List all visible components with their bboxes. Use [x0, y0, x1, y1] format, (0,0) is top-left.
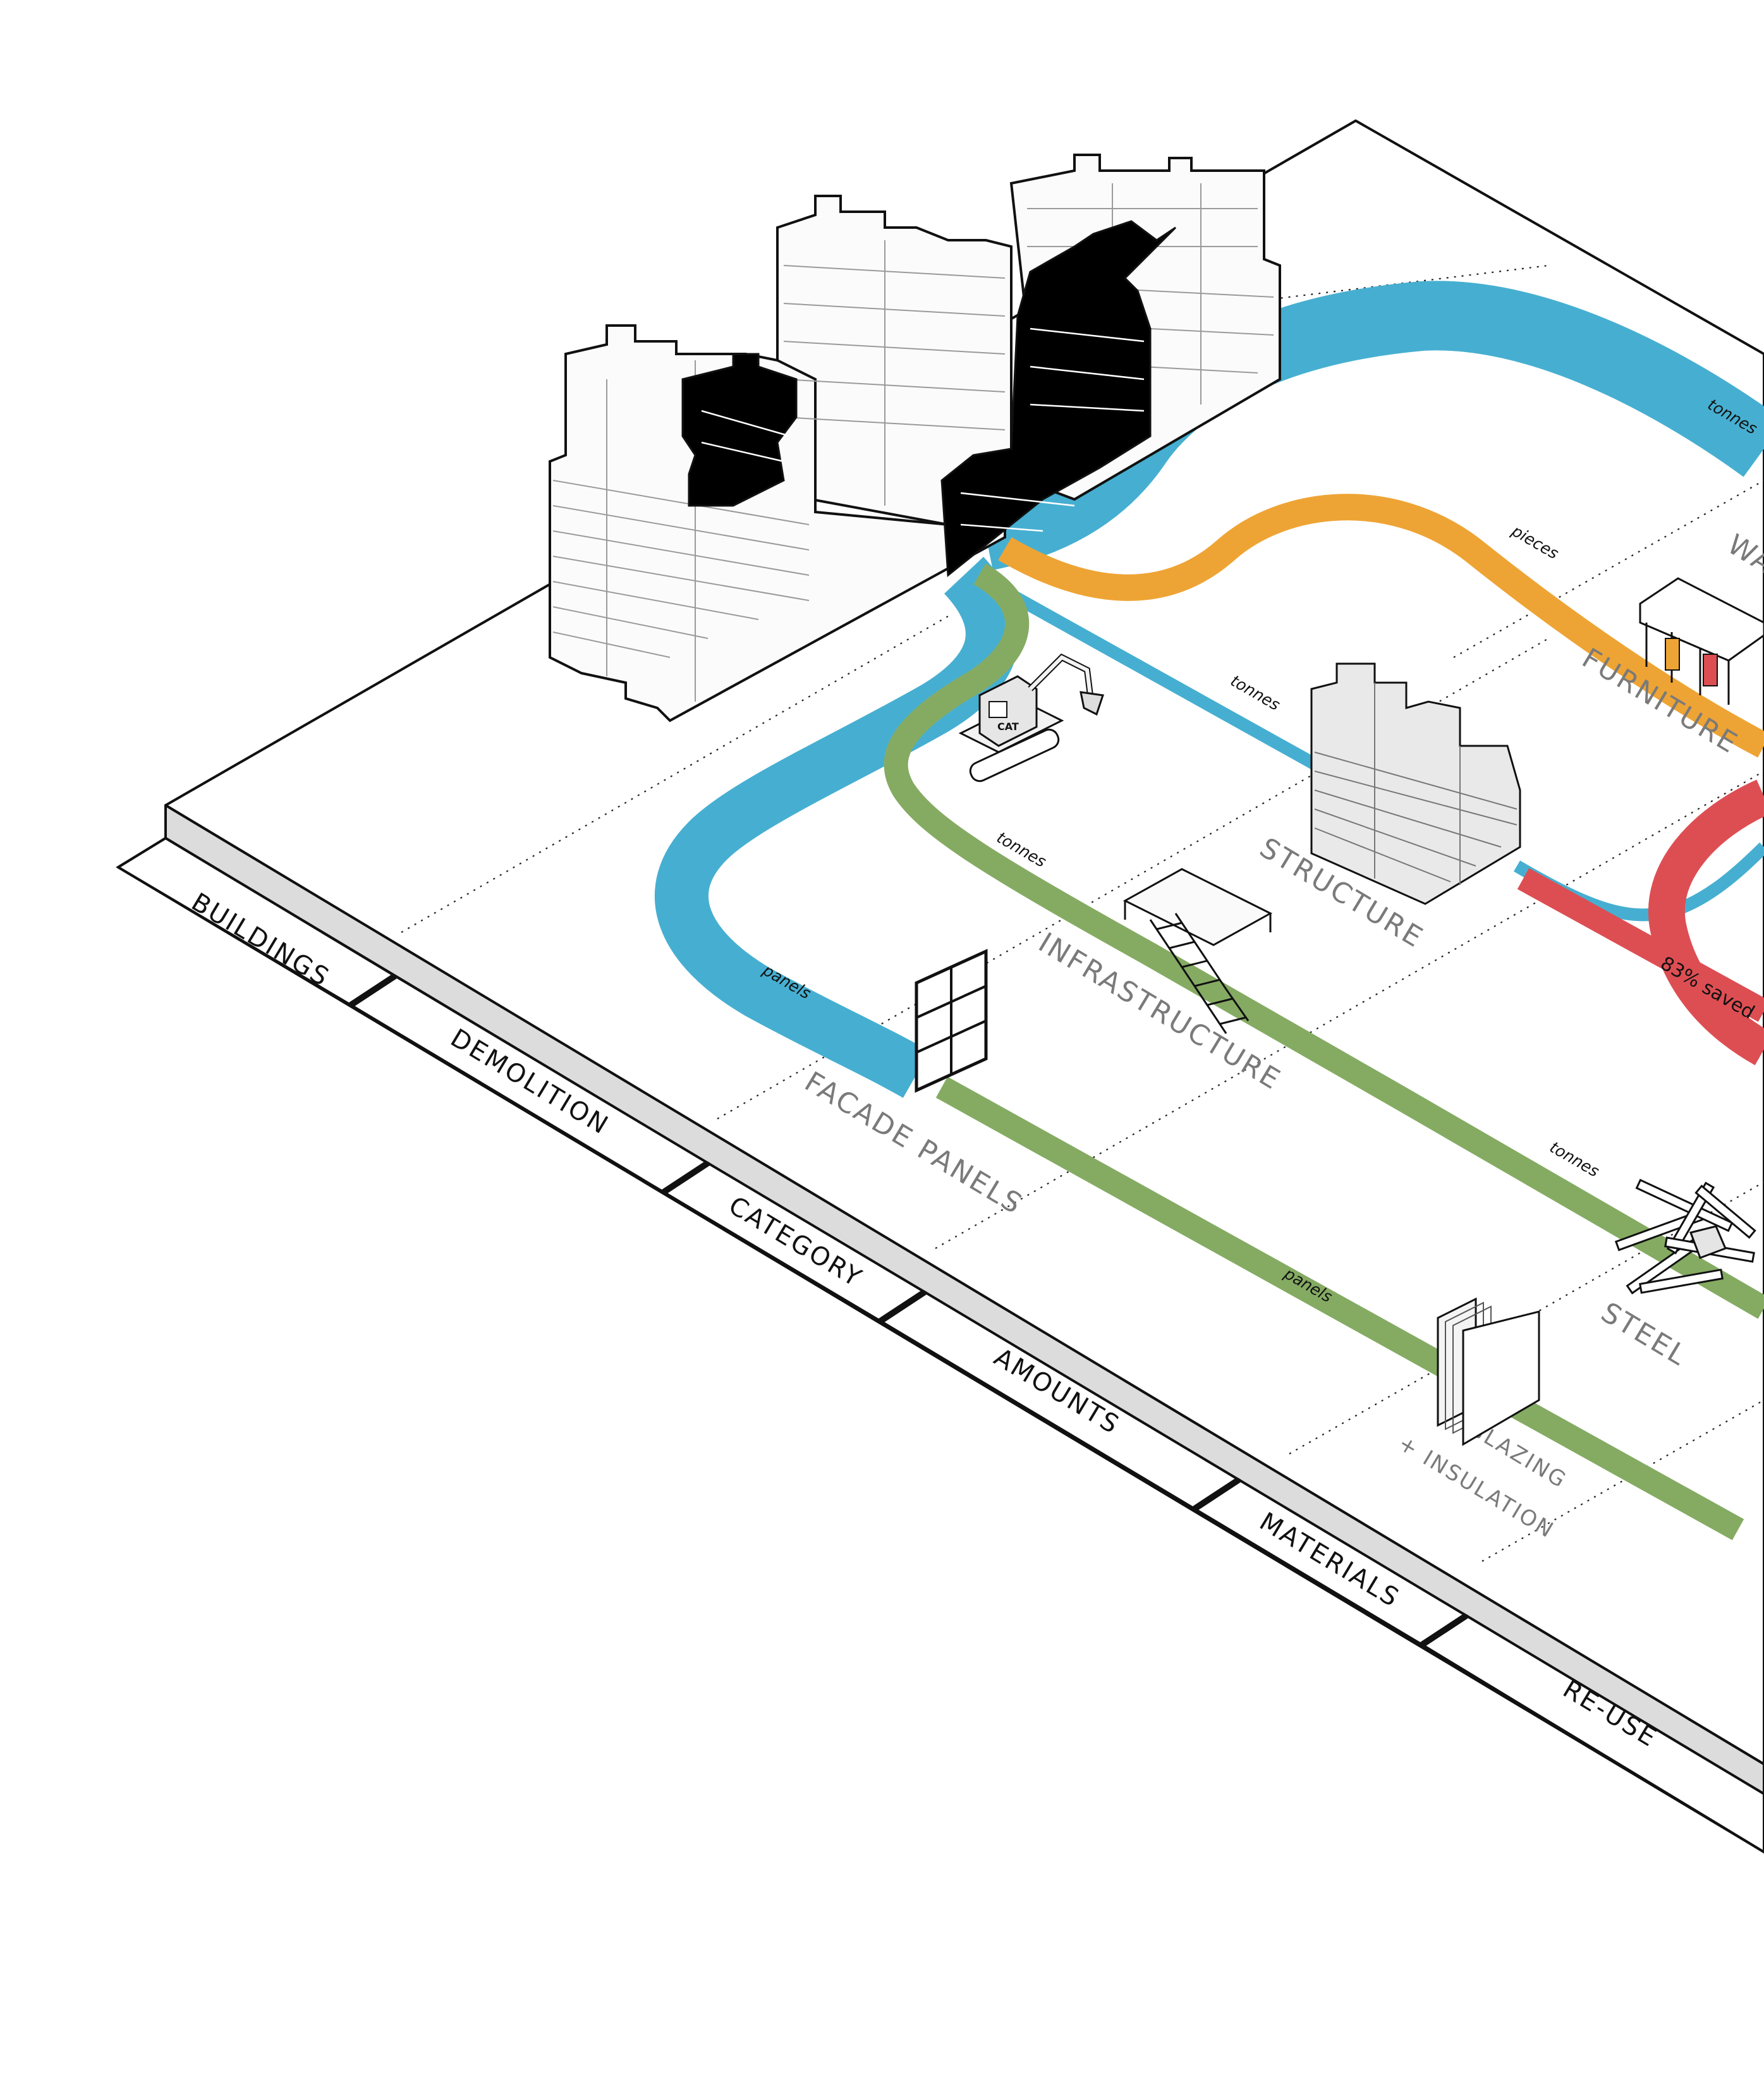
facade-panel-icon — [915, 949, 988, 1093]
steel-debris-icon — [1614, 1178, 1756, 1295]
demolished-volume-left — [681, 353, 798, 507]
flow-blue-tonnes-top — [978, 281, 1764, 570]
material-flows — [654, 281, 1764, 1540]
flow-green-tonnes — [884, 563, 1764, 1319]
stage-tabs — [116, 836, 1764, 1854]
stair-infrastructure-icon — [1122, 868, 1273, 1034]
flow-red-83-saved — [1517, 868, 1764, 1022]
demolished-edge-lines — [701, 327, 1145, 532]
furniture-table-icon — [1639, 577, 1764, 705]
building-cluster — [549, 154, 1281, 722]
structure-building-icon — [1310, 662, 1521, 905]
flow-red-loop — [1648, 779, 1764, 1066]
flow-green-panels — [935, 1076, 1744, 1540]
excavator-icon: CAT — [958, 653, 1104, 783]
glazing-sheets-icon — [1437, 1297, 1540, 1446]
platform-side-face — [164, 804, 1764, 1798]
flow-orange-pieces — [998, 494, 1764, 758]
excavator-brand-text: CAT — [997, 721, 1019, 733]
flow-blue-structure — [967, 566, 1330, 777]
demolished-volume-right — [940, 220, 1177, 577]
